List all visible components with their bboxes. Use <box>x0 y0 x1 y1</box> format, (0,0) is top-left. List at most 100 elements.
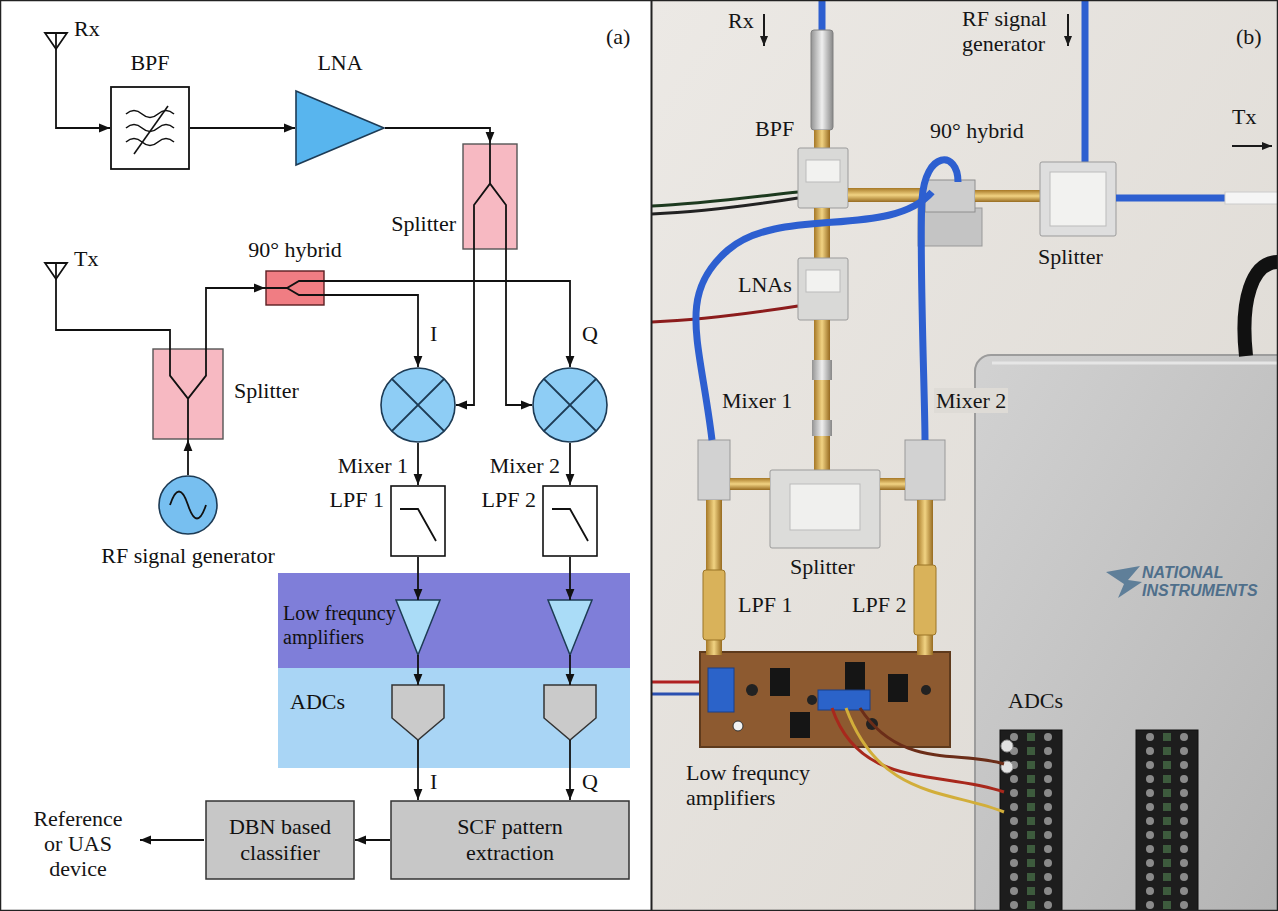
sma-connector <box>880 478 905 490</box>
signal-arrow <box>56 300 170 348</box>
part-label: Reference or UAS device <box>23 806 133 881</box>
adc-symbol <box>544 685 596 740</box>
capacitor <box>921 685 931 695</box>
part-label: ADCs <box>1008 688 1063 713</box>
power-wire <box>652 192 798 206</box>
node-outline <box>462 143 518 250</box>
mixer-outline <box>381 368 455 442</box>
antenna-symbol: Tx <box>44 262 68 300</box>
signal-arrow <box>325 295 418 367</box>
component-label: Rx <box>74 16 100 42</box>
mixer-module <box>905 440 945 500</box>
terminal-block <box>1136 730 1198 910</box>
lowpass-filter: LPF 2 <box>542 485 598 557</box>
capacitor <box>733 721 743 731</box>
screw-terminal <box>818 690 870 710</box>
part-label: RF signal generator <box>962 6 1057 56</box>
adc-band: ADCs <box>278 668 630 768</box>
block-label: Low frequncy amplifiers <box>283 601 408 649</box>
node-outline <box>532 367 608 443</box>
coax-cable <box>1116 195 1230 202</box>
sma-connector <box>975 190 1040 202</box>
sma-connector <box>814 320 830 470</box>
amplifier-triangle <box>396 600 440 655</box>
lowpass-filter <box>914 565 936 635</box>
direction-arrow <box>1067 14 1069 46</box>
signal-arrow <box>506 250 532 405</box>
amplifier-triangle <box>548 600 592 655</box>
panel-divider <box>651 0 653 911</box>
coax-cable <box>1082 1 1089 162</box>
box-outline <box>206 801 354 879</box>
capacitor <box>807 695 817 705</box>
component-label: Splitter <box>391 211 456 237</box>
lowpass-filter <box>703 570 725 640</box>
component-label: LNA <box>317 50 362 76</box>
amplifier-outline <box>296 91 384 165</box>
signal-arrow <box>569 655 571 685</box>
signal-arrow <box>569 443 571 485</box>
brand-logo-text: NATIONAL INSTRUMENTS <box>1142 564 1267 600</box>
antenna-symbol: Rx <box>44 32 68 70</box>
node-outline <box>295 90 385 166</box>
mixer-cross <box>392 379 444 431</box>
antenna-stem <box>55 263 57 300</box>
module-sticker <box>790 484 860 530</box>
part-label: Splitter <box>790 554 855 579</box>
block-label: DBN based classifier <box>215 814 345 866</box>
power-cable <box>1244 262 1277 356</box>
hybrid-symbol <box>265 281 325 295</box>
part-label: LPF 2 <box>852 592 906 617</box>
sma-connector <box>730 478 770 490</box>
node-outline <box>44 262 68 300</box>
circuit-board <box>700 652 950 747</box>
box-outline <box>391 801 629 879</box>
splitter-outline <box>153 349 223 439</box>
process-box: SCF pattern extraction <box>390 800 630 880</box>
process-box: DBN based classifier <box>205 800 355 880</box>
amplifier-band: Low frequncy amplifiers <box>278 573 630 668</box>
signal-arrow <box>325 281 570 367</box>
screw-terminal <box>708 668 734 712</box>
component-label: BPF <box>130 50 169 76</box>
module-sticker <box>1050 172 1106 226</box>
signal-arrow <box>56 70 110 128</box>
part-label: Rx <box>728 8 754 33</box>
amplifier-module <box>798 258 848 320</box>
mixer-cross <box>544 379 596 431</box>
signal-arrow <box>190 127 295 129</box>
signal-wire <box>860 708 1004 764</box>
component-label: LPF 1 <box>330 487 384 513</box>
block-label: ADCs <box>290 690 390 714</box>
mixer-circle: Mixer 2 <box>532 367 608 443</box>
adc-symbol <box>392 685 444 740</box>
panel-tag: (b) <box>1236 24 1262 49</box>
part-label: 90° hybrid <box>930 118 1024 143</box>
node-outline <box>390 485 446 557</box>
signal-name: I <box>428 770 439 794</box>
power-splitter: Splitter <box>462 143 518 250</box>
node-outline <box>542 485 598 557</box>
adapter <box>812 420 832 436</box>
component-label: Tx <box>74 246 98 272</box>
component-label: Splitter <box>234 378 299 404</box>
component-label: RF signal generator <box>101 543 275 569</box>
source-outline <box>159 476 217 534</box>
capacitor <box>746 684 758 696</box>
ic-chip <box>845 662 865 690</box>
signal-wire <box>832 708 1004 792</box>
mixer-module <box>698 440 730 500</box>
daq-device <box>975 355 1277 910</box>
part-label: LPF 1 <box>738 592 792 617</box>
filter-outline <box>543 486 597 556</box>
hybrid-coupler: 90° hybrid <box>265 270 325 306</box>
part-label: Splitter <box>1038 244 1103 269</box>
lowpass-symbol <box>400 509 436 541</box>
signal-arrow <box>206 288 265 348</box>
direction-arrow <box>763 14 765 46</box>
logo-mark <box>1106 566 1142 598</box>
bandpass-filter <box>811 30 833 130</box>
part-label: Mixer 1 <box>722 388 792 413</box>
